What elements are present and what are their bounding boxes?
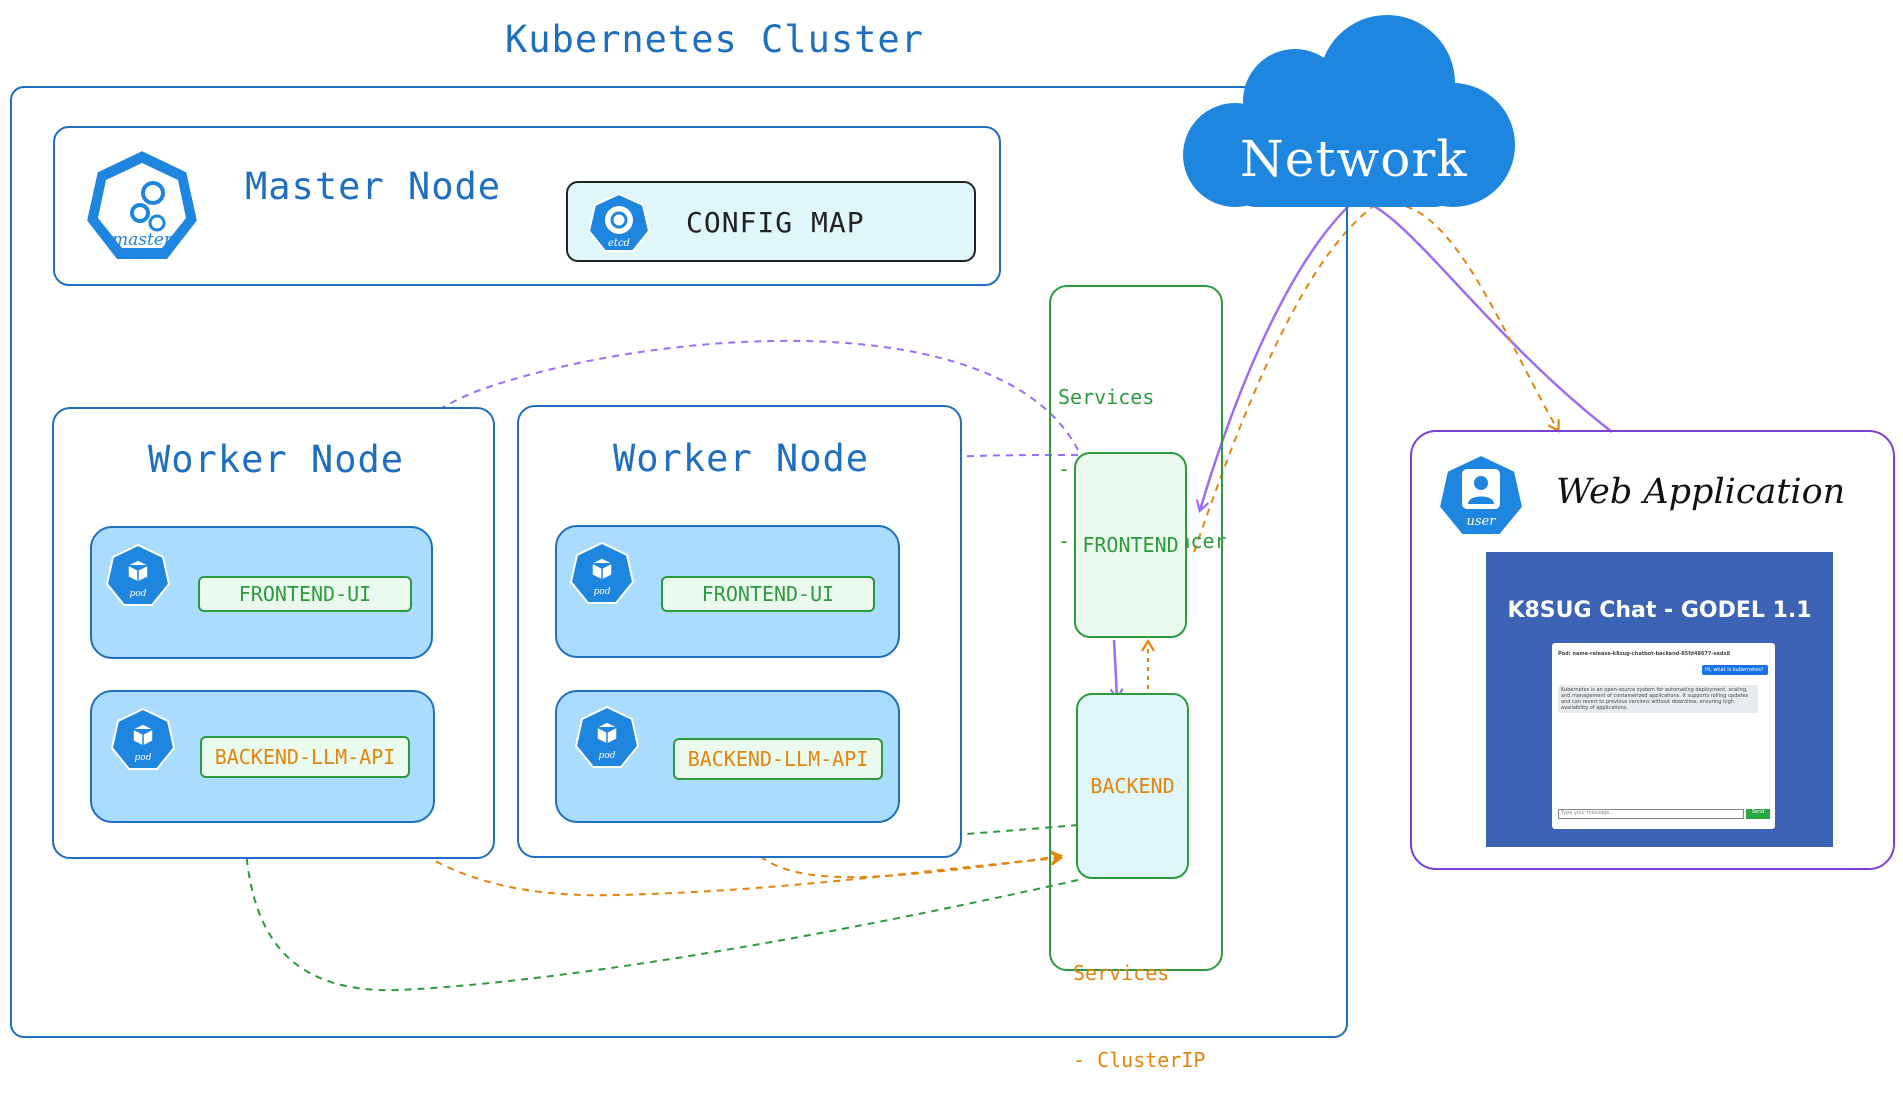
arrow-frontend-to-backend xyxy=(1109,639,1124,702)
worker-node-2-title: Worker Node xyxy=(613,437,870,480)
pod-icon: pod xyxy=(111,707,175,770)
chat-app-title: K8SUG Chat - GODEL 1.1 xyxy=(1507,598,1812,623)
services-external-heading: Services xyxy=(1058,385,1155,409)
pod-icon: pod xyxy=(570,541,634,604)
services-internal-text: Services - ClusterIP xyxy=(1073,901,1205,1104)
arrow-frontend-to-network xyxy=(1193,204,1376,553)
worker-2-frontend-ui-label: FRONTEND-UI xyxy=(661,576,875,612)
master-node-title: Master Node xyxy=(245,165,502,208)
network-cloud-icon xyxy=(1183,15,1515,207)
master-icon: master xyxy=(82,146,202,263)
chat-bot-reply: Kubernetes is an open-source system for … xyxy=(1558,685,1758,713)
pod-icon-label: pod xyxy=(594,587,611,597)
arrow-network-to-webapp xyxy=(1379,202,1560,433)
master-node-box xyxy=(53,126,1001,286)
frontend-service-box: FRONTEND xyxy=(1074,452,1187,638)
network-label: Network xyxy=(1240,130,1468,188)
cluster-title: Kubernetes Cluster xyxy=(505,18,924,61)
web-application-box xyxy=(1410,430,1895,870)
etcd-icon: etcd xyxy=(588,192,650,252)
services-clusterip: - ClusterIP xyxy=(1073,1048,1206,1072)
arrow-backend-pod-1-to-service xyxy=(319,777,1064,897)
worker-node-1-title: Worker Node xyxy=(148,438,405,481)
chat-user-message: Hi, what is kubernetes? xyxy=(1702,665,1768,675)
master-icon-label: master xyxy=(112,230,173,250)
chat-window: Pod: name-release-k8sug-chatbot-backend-… xyxy=(1552,643,1775,829)
worker-2-backend-llm-api-label: BACKEND-LLM-API xyxy=(673,738,883,780)
user-icon: user xyxy=(1438,453,1524,536)
line-network-webapp xyxy=(1351,196,1613,433)
etcd-icon-label: etcd xyxy=(608,238,630,249)
pod-icon-label: pod xyxy=(135,753,152,763)
chat-message-input[interactable]: Type your message... xyxy=(1558,809,1744,819)
pod-icon-label: pod xyxy=(130,589,147,599)
pod-icon: pod xyxy=(106,543,170,606)
web-application-title: Web Application xyxy=(1556,472,1846,512)
pod-icon-label: pod xyxy=(599,751,616,761)
config-map-label: CONFIG MAP xyxy=(686,206,865,239)
backend-service-box: BACKEND xyxy=(1076,693,1189,879)
chat-pod-line: Pod: name-release-k8sug-chatbot-backend-… xyxy=(1558,651,1731,657)
arrow-service-to-backend-pod-1 xyxy=(237,776,1079,992)
chat-send-button[interactable]: Send xyxy=(1746,809,1770,819)
services-internal-heading: Services xyxy=(1073,961,1170,985)
services-column-box xyxy=(1049,285,1223,971)
worker-1-frontend-ui-label: FRONTEND-UI xyxy=(198,576,412,612)
cluster-container xyxy=(10,86,1348,1038)
user-icon-label: user xyxy=(1467,514,1497,529)
worker-1-backend-llm-api-label: BACKEND-LLM-API xyxy=(200,736,410,778)
arrow-network-to-frontend xyxy=(1195,199,1356,514)
pod-icon: pod xyxy=(575,705,639,768)
